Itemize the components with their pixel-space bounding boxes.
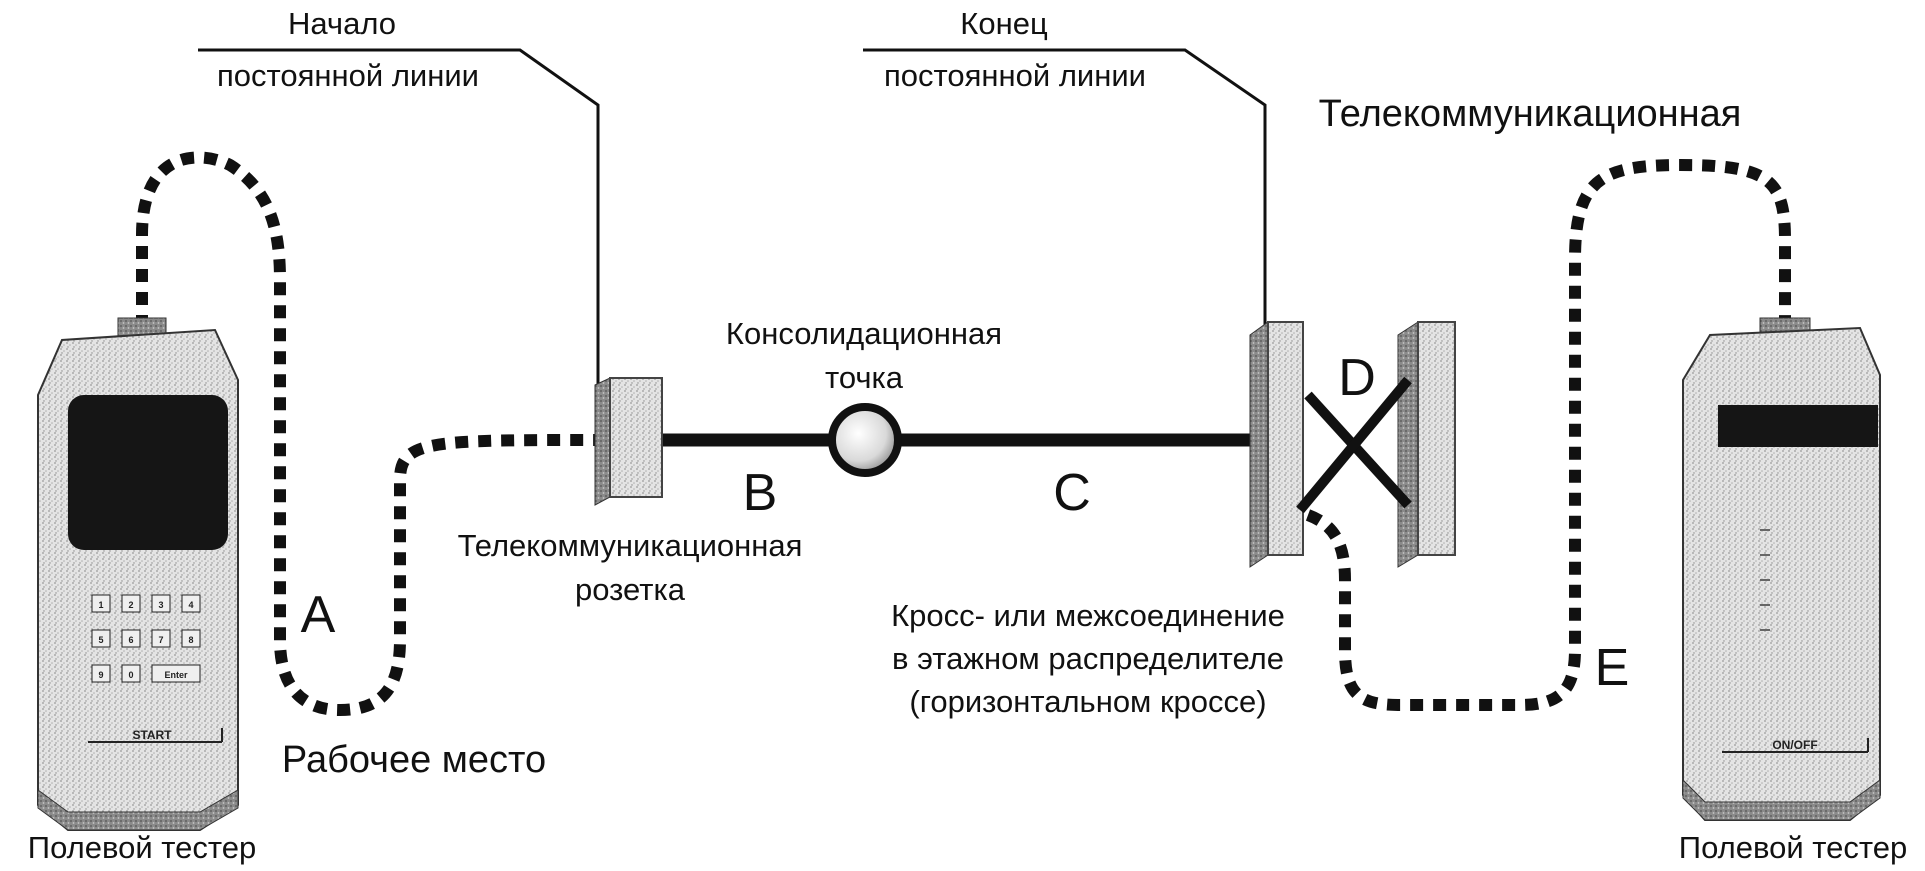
cross-label-3: (горизонтальном кроссе) [909, 684, 1266, 719]
telecom-top-label: Телекоммуникационная [1319, 93, 1742, 135]
key-9: 9 [98, 670, 103, 680]
onoff-button-label: ON/OFF [1772, 738, 1817, 752]
patch-cord-a [136, 151, 601, 717]
segment-e-label: E [1595, 639, 1630, 697]
segment-c-label: C [1053, 464, 1091, 522]
key-8: 8 [188, 635, 193, 645]
tester-left-label: Полевой тестер [28, 830, 256, 865]
start-subtitle: постоянной линии [217, 58, 479, 93]
left-tester-keypad: 1 2 3 4 5 6 7 8 9 0 Enter [91, 594, 201, 683]
patch-cord-e [1305, 158, 1791, 711]
consolidation-label-1: Консолидационная [726, 316, 1002, 351]
right-field-tester: ON/OFF [1682, 317, 1881, 821]
segment-a-label: A [301, 586, 336, 644]
start-title: Начало [288, 6, 396, 41]
segment-b-label: B [743, 464, 778, 522]
floor-distributor [1249, 321, 1456, 568]
start-button-label: START [132, 728, 172, 742]
end-callout-line [863, 48, 1267, 330]
left-field-tester: 1 2 3 4 5 6 7 8 9 0 Enter START [37, 317, 239, 831]
key-7: 7 [158, 635, 163, 645]
key-2: 2 [128, 600, 133, 610]
key-4: 4 [188, 600, 193, 610]
key-6: 6 [128, 635, 133, 645]
key-5: 5 [98, 635, 103, 645]
tester-right-label: Полевой тестер [1679, 830, 1907, 865]
left-tester-screen [68, 395, 228, 550]
cross-connect-line-2 [1296, 376, 1412, 514]
key-enter: Enter [164, 670, 188, 680]
right-tester-display [1718, 405, 1878, 447]
workplace-label: Рабочее место [282, 739, 546, 781]
end-title: Конец [960, 6, 1048, 41]
telecom-outlet [594, 377, 663, 506]
start-callout-line [198, 48, 600, 440]
consolidation-point [828, 403, 902, 477]
outlet-label-2: розетка [575, 572, 686, 607]
consolidation-label-2: точка [825, 360, 904, 395]
cross-label-2: в этажном распределителе [892, 641, 1284, 676]
cross-connect-line-1 [1304, 391, 1412, 509]
key-1: 1 [98, 600, 103, 610]
key-3: 3 [158, 600, 163, 610]
key-0: 0 [128, 670, 133, 680]
segment-d-label: D [1338, 349, 1376, 407]
outlet-label-1: Телекоммуникационная [458, 528, 803, 563]
cross-label-1: Кросс- или межсоединение [891, 598, 1285, 633]
end-subtitle: постоянной линии [884, 58, 1146, 93]
right-tester-indicators [1760, 529, 1770, 631]
